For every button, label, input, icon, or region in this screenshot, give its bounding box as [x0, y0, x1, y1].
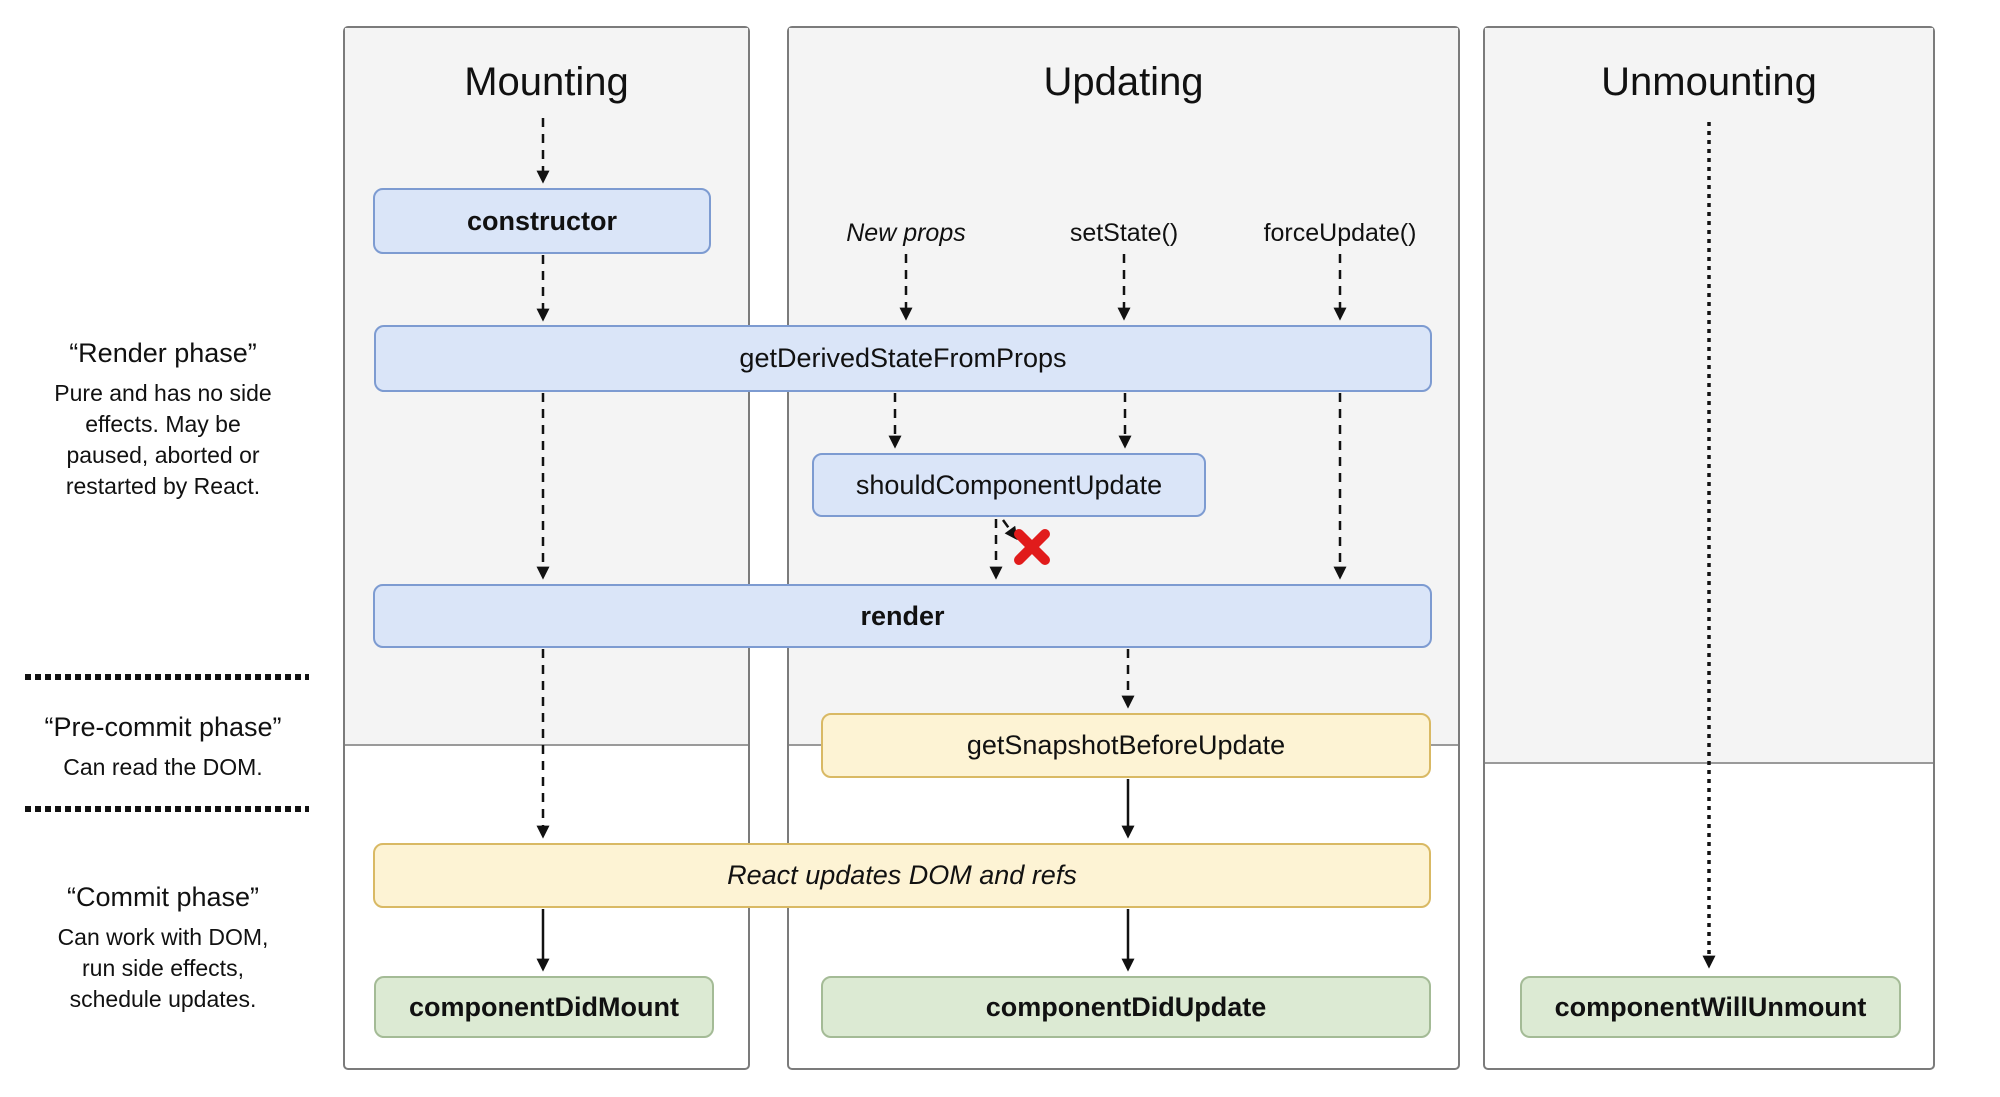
trigger-set-state: setState() [1069, 219, 1179, 247]
render-box-label: render [860, 600, 945, 631]
component-did-mount-label: componentDidMount [409, 991, 679, 1022]
constructor-box-label: constructor [466, 205, 618, 236]
mounting-title: Mounting [464, 60, 629, 104]
trigger-new-props: New props [846, 219, 966, 247]
react-updates-dom-label: React updates DOM and refs [727, 860, 1077, 890]
phase-divider-bottom [25, 806, 309, 812]
precommit-phase-title: “Pre-commit phase” [44, 712, 282, 742]
constructor-box: constructor [373, 188, 711, 254]
phase-divider-top [25, 674, 309, 680]
commit-phase-label: “Commit phase” Can work with DOM, run si… [15, 880, 311, 1015]
render-box: render [373, 584, 1432, 648]
precommit-phase-label: “Pre-commit phase” Can read the DOM. [15, 710, 311, 783]
arrow-scu-cancel-branch [1001, 519, 1018, 541]
cancel-x-icon [1014, 529, 1050, 565]
component-did-mount-box: componentDidMount [374, 976, 714, 1038]
render-phase-description: Pure and has no side effects. May be pau… [54, 380, 272, 499]
commit-phase-description: Can work with DOM, run side effects, sch… [57, 924, 269, 1012]
get-derived-state-from-props-label: getDerivedStateFromProps [739, 343, 1067, 373]
render-phase-label: “Render phase” Pure and has no side effe… [15, 336, 311, 502]
component-did-update-label: componentDidUpdate [985, 991, 1267, 1022]
get-snapshot-before-update-box: getSnapshotBeforeUpdate [821, 713, 1431, 778]
trigger-force-update: forceUpdate() [1263, 219, 1417, 247]
render-phase-title: “Render phase” [69, 338, 257, 368]
component-will-unmount-label: componentWillUnmount [1554, 991, 1867, 1022]
get-snapshot-before-update-label: getSnapshotBeforeUpdate [966, 730, 1286, 760]
component-did-update-box: componentDidUpdate [821, 976, 1431, 1038]
component-will-unmount-box: componentWillUnmount [1520, 976, 1901, 1038]
precommit-phase-description: Can read the DOM. [63, 754, 263, 780]
should-component-update-box: shouldComponentUpdate [812, 453, 1206, 517]
unmounting-title: Unmounting [1601, 60, 1817, 104]
get-derived-state-from-props-box: getDerivedStateFromProps [374, 325, 1432, 392]
react-updates-dom-box: React updates DOM and refs [373, 843, 1431, 908]
updating-title: Updating [1043, 60, 1204, 104]
commit-phase-title: “Commit phase” [66, 882, 260, 912]
should-component-update-label: shouldComponentUpdate [855, 469, 1163, 500]
